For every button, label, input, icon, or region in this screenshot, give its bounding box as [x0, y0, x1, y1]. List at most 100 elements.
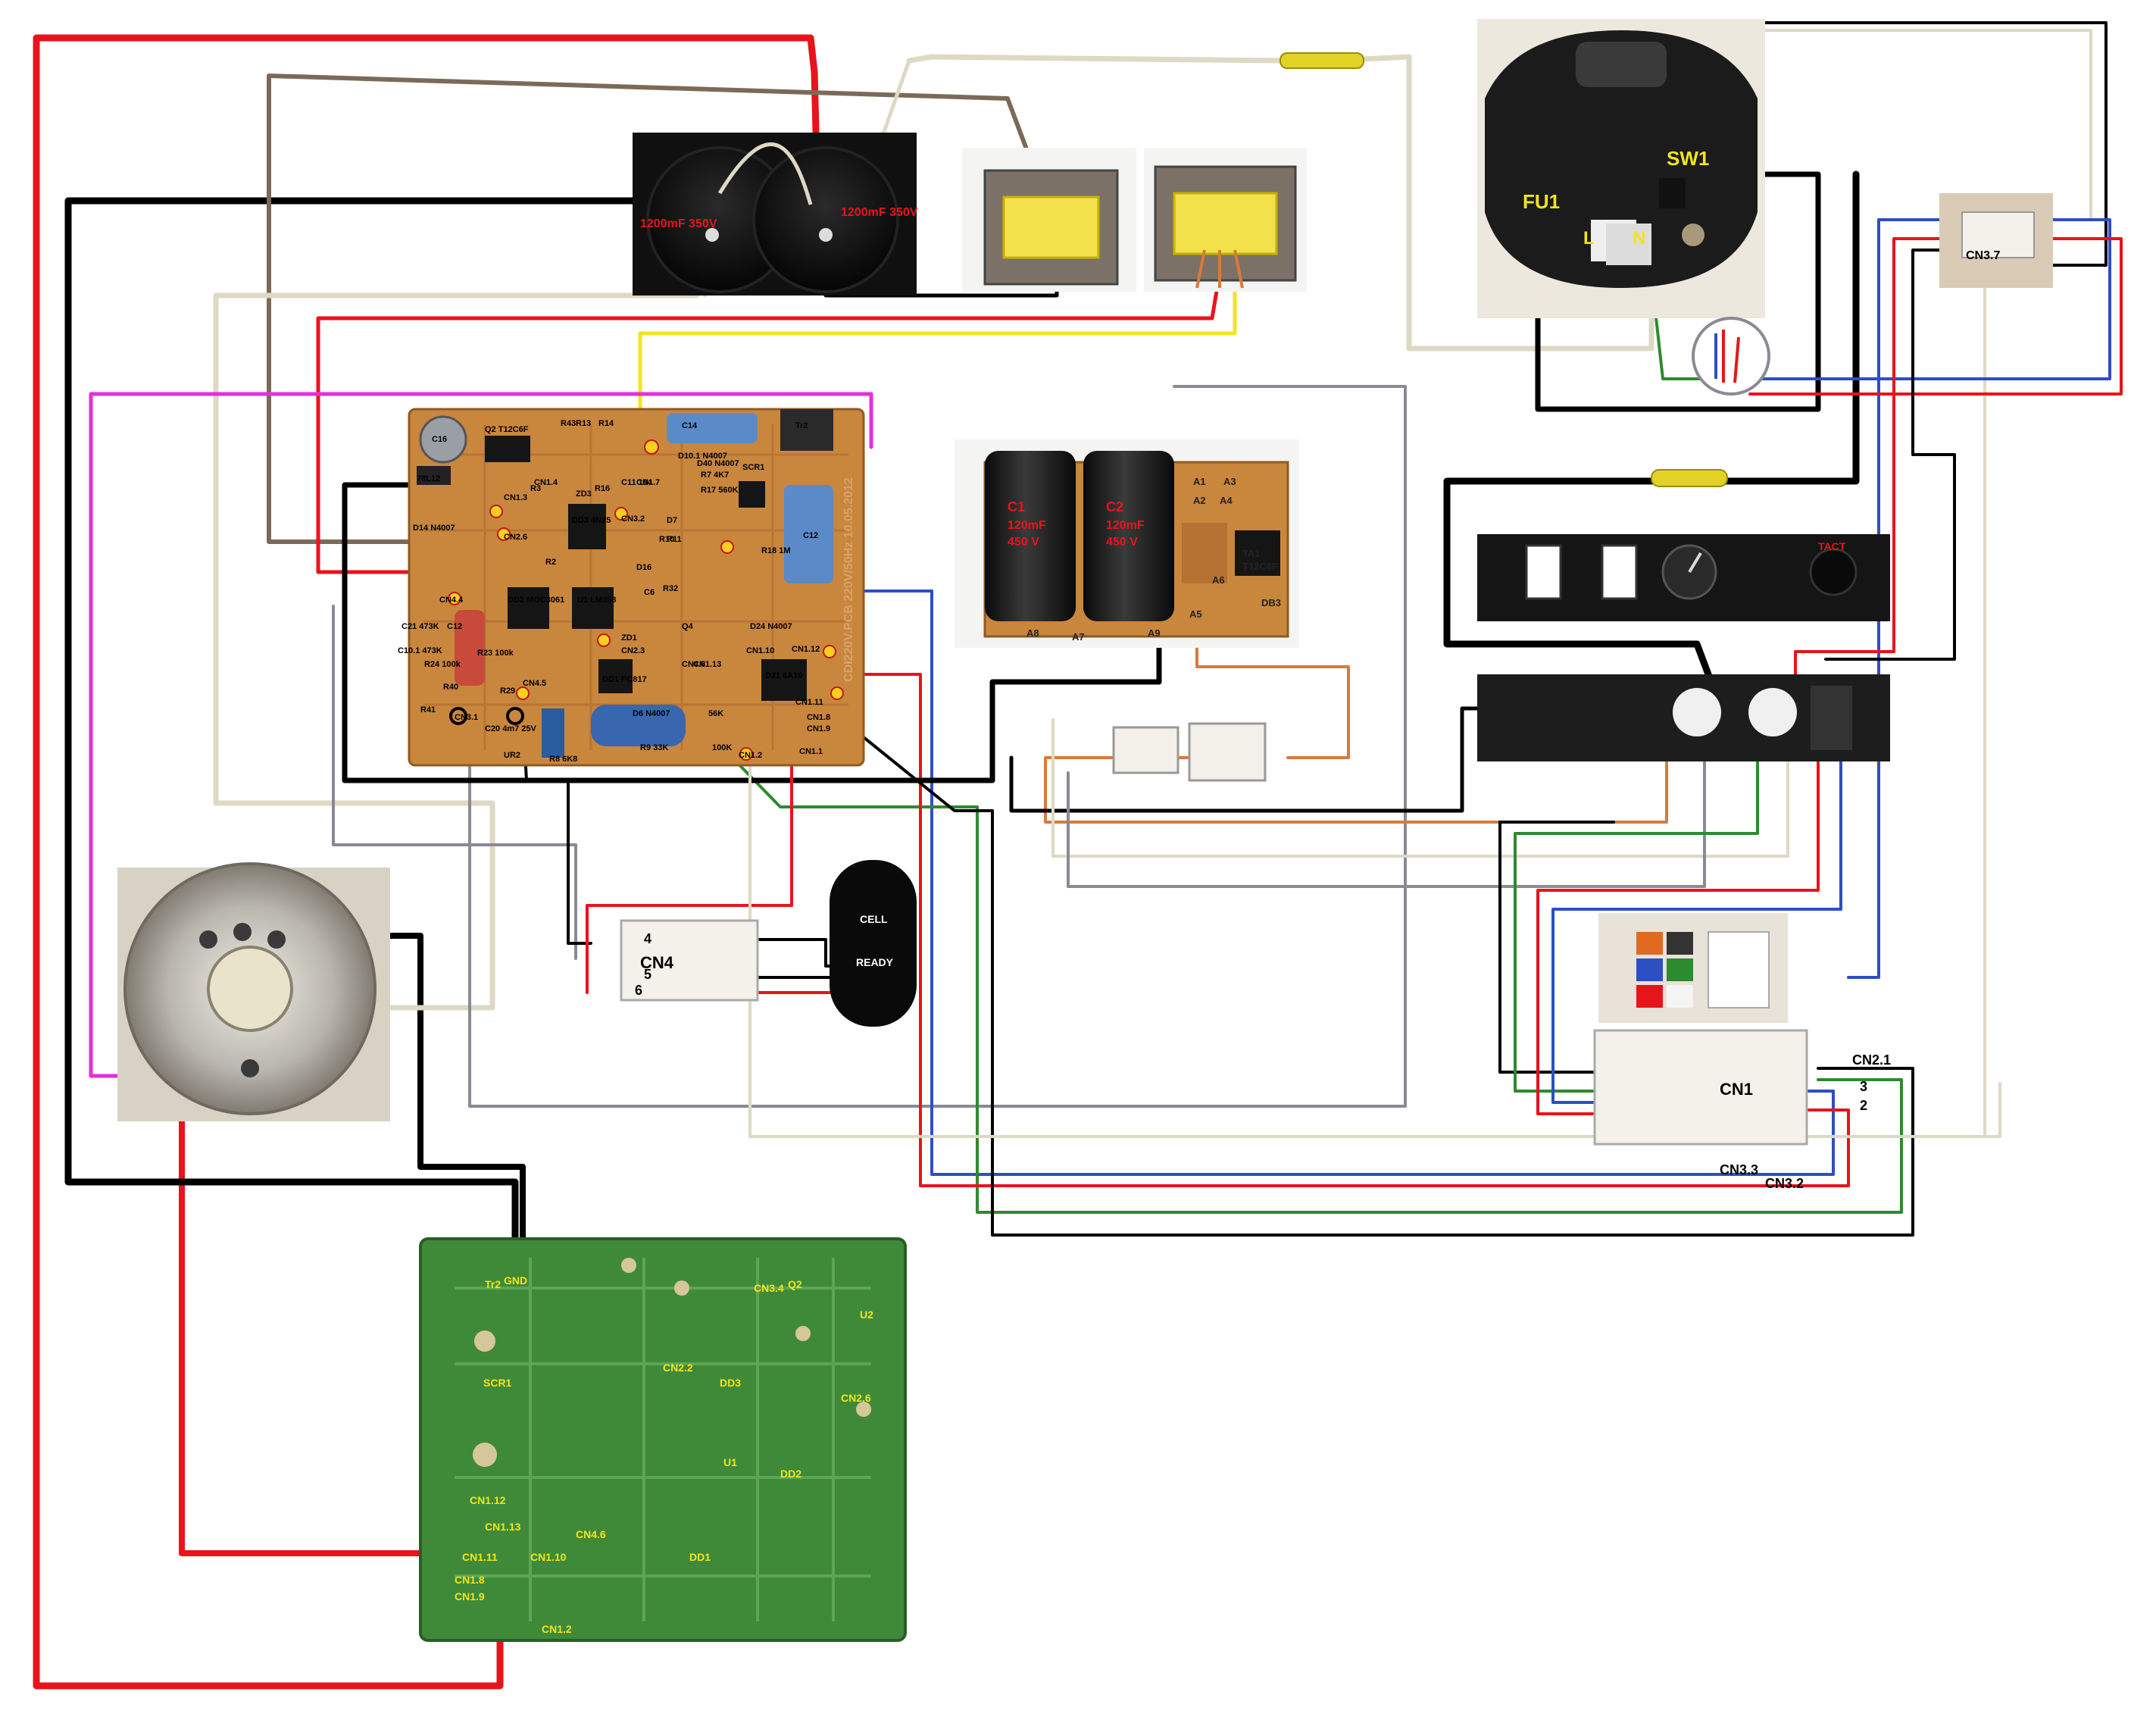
c1-value: 120mF — [1008, 519, 1046, 532]
pcb-ref-47: CN1.13 — [693, 660, 721, 669]
red-wire-cn1-left — [1536, 726, 1820, 1115]
cap-board-label-0: A1 — [1193, 476, 1206, 487]
red-wire-transformer — [316, 270, 1222, 574]
green-pcb-label-10: CN1.2 — [542, 1623, 572, 1635]
cn1-label: CN1 — [1720, 1080, 1753, 1099]
rear-panel — [1477, 674, 1890, 761]
yellow-wire — [638, 270, 1237, 449]
pcb-ref-11: R16 — [595, 484, 610, 493]
pcb-ref-39: R23 100k — [477, 649, 514, 658]
cap-board-label-8: A6 — [1212, 574, 1225, 586]
pcb-ref-3: D14 N4007 — [413, 524, 455, 533]
green-pcb-label-18: CN2.6 — [841, 1392, 871, 1404]
pcb-ref-33: DD2 MOC3061 — [508, 596, 564, 605]
green-pcb-label-8: CN1.8 — [455, 1574, 485, 1586]
c20-capacitor — [542, 708, 564, 758]
cn4-pin-6: 6 — [635, 983, 642, 998]
cap-board-label-4: A8 — [1026, 627, 1039, 639]
pcb-ref-29: R10 — [659, 535, 674, 544]
cap-board-label-3: A4 — [1220, 495, 1233, 506]
gray-wire-frame — [468, 385, 1407, 1108]
pcb-ref-1: C16 — [432, 435, 447, 444]
pcb-ref-53: R40 — [443, 683, 458, 692]
green-pcb-label-2: SCR1 — [483, 1377, 512, 1389]
cap-board-label-5: A7 — [1072, 631, 1085, 643]
green-pcb-label-9: CN1.9 — [455, 1590, 485, 1602]
orange-wire — [1044, 635, 1668, 824]
pcb-ref-23: SCR1 — [742, 463, 764, 472]
cn1-pin-2: 2 — [1860, 1098, 1867, 1113]
pcb-ref-54: R41 — [420, 705, 436, 714]
pcb-ref-6: CN2.6 — [504, 533, 527, 542]
main-pcb-board-text: CDI220V.PCB 220V/50Hz 10.05.2012 — [842, 477, 855, 682]
pcb-ref-10: R14 — [598, 419, 614, 428]
front-panel: TACT — [1477, 534, 1890, 621]
green-pcb-label-6: CN1.10 — [530, 1551, 567, 1563]
green-pcb-label-14: DD2 — [780, 1468, 801, 1480]
pcb-ref-27: R11 — [667, 535, 682, 544]
pcb-ref-7: R3 — [530, 484, 541, 493]
pcb-ref-18: D40 N4007 — [697, 459, 739, 468]
cap-board-label-2: A2 — [1193, 495, 1206, 506]
pcb-ref-59: D6 N4007 — [633, 709, 670, 718]
green-pcb-label-0: GND — [504, 1274, 527, 1287]
live-label: L — [1583, 228, 1595, 249]
pcb-ref-13: ZD3 — [576, 489, 592, 499]
pcb-ref-22: R17 560K — [701, 486, 739, 495]
red-wire-cn1 — [817, 673, 1850, 1187]
pcb-ref-52: CN1.9 — [807, 724, 830, 733]
wire-sleeve-middle — [1651, 469, 1728, 487]
pcb-ref-38: C10.1 473K — [398, 646, 442, 655]
c1-ref: C1 — [1008, 499, 1025, 514]
green-pcb-label-7: CN4.6 — [576, 1528, 606, 1540]
cap-left-label: 1200mF 350V — [640, 217, 717, 230]
black-wire-cn1-left — [1498, 821, 1615, 1074]
cn4-pin-5: 5 — [644, 967, 651, 982]
ground-lug-zoom — [1692, 317, 1770, 396]
dd2-chip — [508, 587, 549, 629]
transformer-1 — [962, 148, 1136, 292]
d21-chip — [761, 659, 807, 701]
pcb-ref-21: CN1.7 — [636, 478, 660, 487]
pcb-ref-32: R32 — [663, 584, 678, 593]
pcb-ref-50: CN1.11 — [795, 698, 823, 707]
switch-label: SW1 — [1667, 147, 1709, 170]
blue-wire-cn1 — [764, 589, 1835, 1176]
transformer-2 — [1144, 148, 1307, 292]
pcb-ref-57: CN4.5 — [523, 679, 546, 688]
cn3-3-label: CN3.3 — [1720, 1162, 1758, 1177]
pcb-ref-65: 100K — [712, 743, 732, 752]
c16-capacitor — [419, 415, 467, 464]
pcb-ref-46: CN4.6 — [682, 660, 705, 669]
tr2-transformer — [780, 409, 833, 451]
pcb-ref-64: 56K — [708, 709, 723, 718]
cn4-pin-4: 4 — [644, 931, 651, 946]
pcb-ref-63: CN1.1 — [799, 747, 823, 756]
cell-label: CELL — [860, 913, 888, 925]
c1-voltage: 450 V — [1008, 536, 1039, 549]
c12-capacitor — [784, 485, 833, 583]
pcb-ref-45: CN1.12 — [792, 645, 820, 654]
big-capacitors: 1200mF 350V 1200mF 350V — [633, 133, 918, 295]
green-pcb-label-12: Q2 — [788, 1278, 802, 1290]
mains-socket: FU1 SW1 L N — [1477, 19, 1765, 318]
pcb-ref-42: ZD1 — [621, 633, 637, 643]
cap-board-label-1: A3 — [1223, 476, 1236, 487]
pcb-ref-9: R13 — [576, 419, 591, 428]
cn4-label: CN4 — [640, 953, 674, 972]
cap-board-label-9: TA1 — [1242, 548, 1261, 559]
tact-button — [1809, 548, 1858, 596]
green-pcb-label-16: DD3 — [720, 1377, 741, 1389]
green-pcb-label-15: DD1 — [689, 1551, 711, 1563]
cn1-pin-3: 3 — [1860, 1079, 1867, 1094]
pcb-ref-30: D16 — [636, 563, 651, 572]
pcb-ref-28: D7 — [667, 516, 677, 525]
green-pcb-label-13: U1 — [723, 1456, 737, 1468]
pcb-ref-49: D21 6A10 — [765, 671, 803, 680]
green-pcb-label-17: CN2.2 — [663, 1362, 693, 1374]
78l12-regulator — [417, 466, 451, 485]
pcb-ref-16: C14 — [682, 421, 698, 430]
